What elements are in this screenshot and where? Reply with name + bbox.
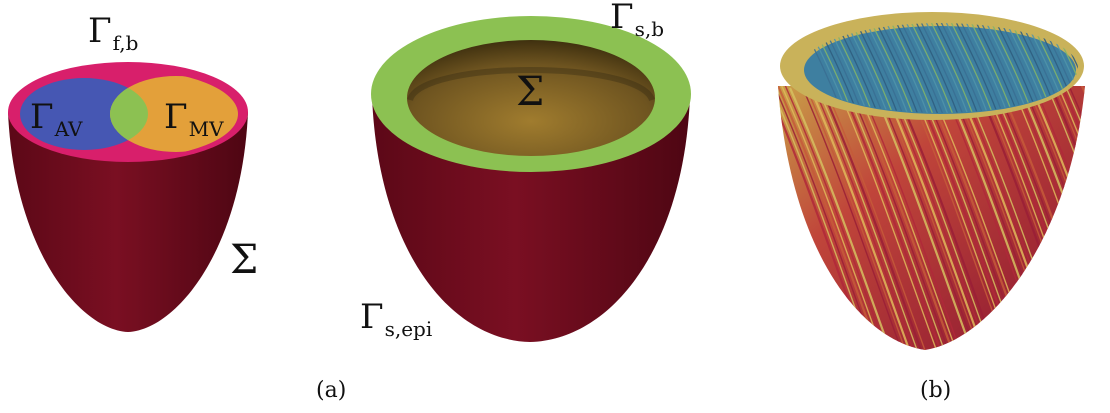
- fiber-strand: [1100, 85, 1110, 375]
- fiber-strand-inner: [949, 23, 996, 113]
- caption-a: (a): [316, 378, 347, 403]
- fiber-strand: [854, 86, 966, 350]
- gamma-symbol: Γ: [88, 11, 112, 51]
- fiber-strand: [794, 86, 906, 350]
- fiber-strand: [1034, 87, 1085, 350]
- label-gamma-s-epi: Γs,epi: [360, 300, 432, 339]
- solid-domain-graphic: [371, 16, 691, 342]
- fiber-strand: [1043, 86, 1085, 350]
- fiber-field-graphic: [778, 12, 1110, 378]
- label-gamma-s-b: Γs,b: [610, 0, 664, 39]
- fiber-strand-inner: [929, 23, 976, 113]
- fiber-inner-surface: [804, 26, 1076, 114]
- label-sigma-solid: Σ: [516, 69, 545, 115]
- fiber-strand-inner: [904, 23, 951, 113]
- fiber-strand: [1049, 86, 1085, 350]
- gamma-subscript: s,epi: [384, 317, 433, 341]
- fiber-strand-inner: [879, 23, 926, 113]
- solid-inner-cavity: [407, 40, 655, 156]
- fiber-strand: [1054, 86, 1085, 350]
- label-sigma-fluid: Σ: [230, 237, 259, 283]
- fiber-strand-inner: [924, 23, 971, 113]
- fiber-strand-inner: [899, 23, 946, 113]
- gamma-symbol: Γ: [30, 97, 54, 137]
- fiber-strand: [814, 86, 926, 350]
- fiber-strand: [818, 86, 932, 350]
- fiber-strand: [1028, 86, 1085, 350]
- fiber-strand-inner: [909, 23, 956, 113]
- gamma-subscript: f,b: [112, 31, 139, 55]
- fiber-strand-inner: [1095, 20, 1110, 120]
- fiber-strand-inner: [884, 23, 931, 113]
- fiber-strand: [1064, 86, 1085, 350]
- fiber-strand-inner: [939, 23, 986, 113]
- gamma-symbol: Γ: [360, 297, 384, 337]
- fiber-strand: [1058, 86, 1085, 350]
- fluid-domain-graphic: [8, 62, 248, 332]
- fiber-strand: [1084, 86, 1085, 350]
- label-gamma-av: ΓAV: [30, 100, 82, 139]
- fiber-strand-inner: [934, 23, 981, 113]
- fiber-strand: [1105, 88, 1110, 378]
- fiber-strand: [848, 86, 962, 350]
- gamma-subscript: MV: [188, 117, 224, 141]
- fiber-strand: [1039, 86, 1085, 350]
- fiber-strand-inner: [869, 23, 916, 113]
- label-gamma-mv: ΓMV: [164, 100, 224, 139]
- mitral-valve-region: [110, 76, 238, 152]
- fiber-strand-inner: [1085, 20, 1110, 120]
- fiber-strand: [824, 87, 936, 350]
- fluid-shell: [8, 112, 248, 332]
- fiber-strand-inner: [894, 23, 941, 113]
- fiber-strand: [1079, 86, 1085, 350]
- fiber-strand: [844, 86, 956, 350]
- fiber-strand-inner: [874, 23, 921, 113]
- fiber-strand-inner: [864, 23, 911, 113]
- gamma-symbol: Γ: [164, 97, 188, 137]
- fiber-strand: [1090, 79, 1110, 369]
- caption-b: (b): [920, 378, 952, 403]
- fiber-strand-inner: [919, 23, 966, 113]
- fiber-strand: [994, 86, 1085, 350]
- gamma-symbol: Γ: [610, 0, 634, 37]
- fiber-strand-inner: [914, 23, 961, 113]
- fiber-strand-inner: [1080, 20, 1110, 120]
- gamma-subscript: AV: [54, 117, 83, 141]
- aortic-valve-region: [20, 78, 148, 150]
- fiber-strand-inner: [954, 23, 1001, 113]
- fiber-strand: [859, 87, 971, 350]
- fiber-strand: [803, 86, 917, 350]
- fiber-strand-inner: [944, 23, 991, 113]
- fiber-strand-inner: [889, 23, 936, 113]
- fiber-strand-inner: [959, 23, 1006, 113]
- fiber-strand-inner: [964, 23, 1011, 113]
- gamma-subscript: s,b: [634, 17, 665, 41]
- fiber-strand-inner: [1090, 20, 1110, 120]
- fiber-strand: [1095, 82, 1110, 372]
- label-gamma-f-b: Γf,b: [88, 14, 138, 53]
- fiber-strand: [799, 86, 911, 350]
- fiber-strand: [809, 86, 921, 350]
